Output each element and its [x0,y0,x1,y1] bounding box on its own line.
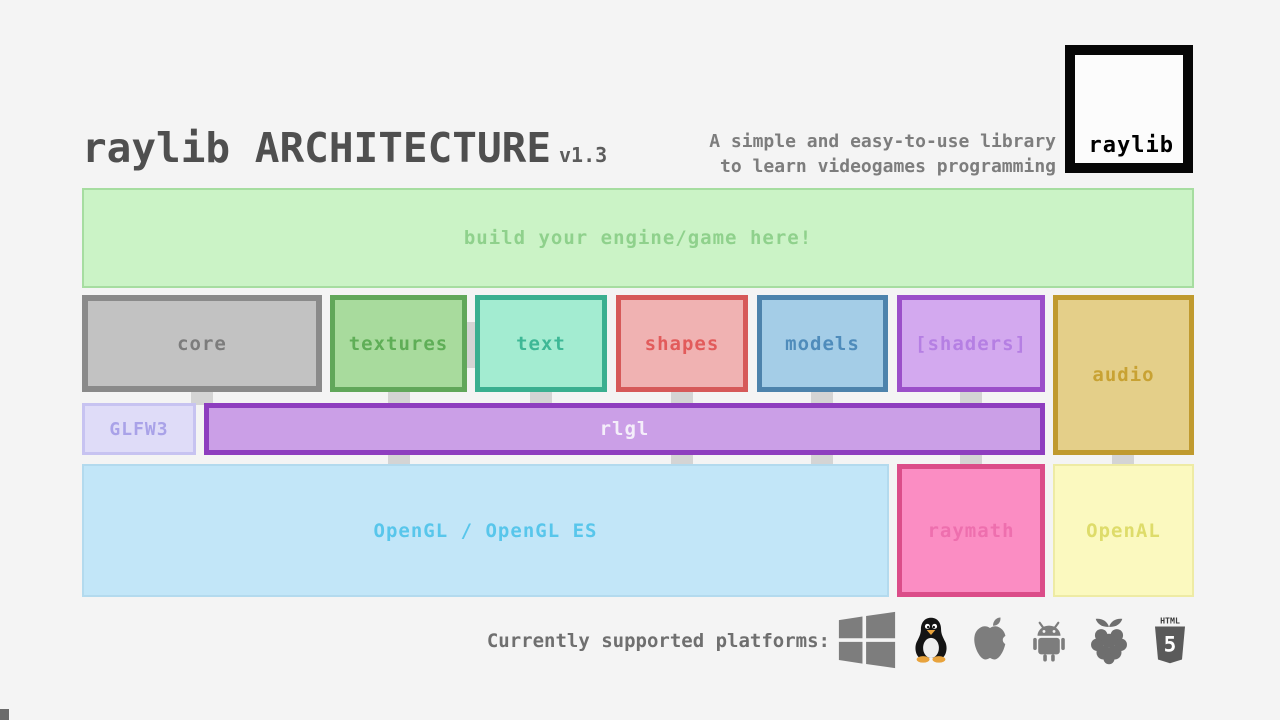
module-box-core: core [82,295,322,392]
module-box-audio: audio [1053,295,1194,455]
module-label: [shaders] [915,332,1027,355]
connector [388,389,410,405]
android-icon [1033,621,1065,662]
linux-icon [915,617,947,663]
module-label: textures [348,332,449,355]
engine-box-label: build your engine/game here! [463,227,813,249]
module-box-shapes: shapes [616,295,748,392]
connector [530,389,552,405]
platform-icons: HTML 5 [838,606,1194,674]
openal-label: OpenAL [1086,519,1161,542]
module-label: text [516,332,566,355]
module-label: audio [1092,364,1155,386]
connector [191,389,213,405]
windows-icon [838,611,896,669]
connector [811,389,833,405]
module-box-text: text [475,295,607,392]
tagline-line1: A simple and easy-to-use library [709,131,1056,152]
page-title: raylib ARCHITECTURE v1.3 [82,124,607,172]
connector [811,452,833,466]
corner-mark [0,709,9,720]
connector [960,452,982,466]
connector [671,452,693,466]
opengl-box: OpenGL / OpenGL ES [82,464,889,597]
opengl-label: OpenGL / OpenGL ES [373,519,598,542]
module-label: shapes [644,332,720,355]
connector [960,389,982,405]
rlgl-label: rlgl [599,418,650,440]
connector [671,389,693,405]
raymath-label: raymath [927,519,1015,542]
html5-icon: HTML 5 [1155,616,1185,664]
version-text: v1.3 [559,143,608,167]
module-label: models [785,332,860,355]
tagline: A simple and easy-to-use library to lear… [709,129,1056,179]
glfw3-box: GLFW3 [82,403,196,455]
raspberry-pi-icon [1091,618,1127,665]
tagline-line2: to learn videogames programming [720,156,1056,177]
module-box-models: models [757,295,888,392]
module-box-textures: textures [330,295,467,392]
title-text: raylib ARCHITECTURE [82,124,551,172]
glfw3-label: GLFW3 [109,418,169,440]
module-label: core [177,332,227,355]
html5-icon-text: HTML [1160,616,1180,626]
raymath-box: raymath [897,464,1045,597]
html5-icon-number: 5 [1164,632,1177,656]
connector [388,452,410,466]
rlgl-box: rlgl [204,403,1045,455]
apple-icon [974,617,1012,660]
connector [1112,452,1134,466]
raylib-logo: raylib [1065,45,1193,173]
module-box-shaders: [shaders] [897,295,1045,392]
raylib-logo-label: raylib [1088,133,1174,158]
openal-box: OpenAL [1053,464,1194,597]
engine-box: build your engine/game here! [82,188,1194,288]
platforms-label: Currently supported platforms: [486,630,830,652]
